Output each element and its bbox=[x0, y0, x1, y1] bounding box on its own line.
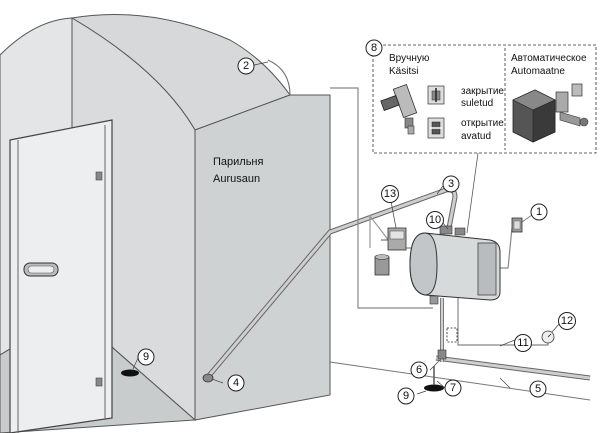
floor-drain bbox=[121, 369, 139, 377]
svg-text:11: 11 bbox=[517, 337, 528, 349]
valve-open-label: открытие bbox=[461, 118, 504, 129]
callout-4: 4 bbox=[227, 374, 245, 392]
svg-text:9: 9 bbox=[403, 390, 409, 402]
wall-switch bbox=[511, 217, 523, 233]
svg-text:9: 9 bbox=[143, 351, 149, 363]
callout-10: 10 bbox=[426, 211, 444, 229]
callout-7: 7 bbox=[444, 379, 462, 397]
svg-text:1: 1 bbox=[536, 206, 542, 218]
manual-title: Вручную bbox=[389, 53, 430, 64]
valve-open-icon bbox=[427, 117, 445, 139]
callout-1: 1 bbox=[530, 203, 548, 221]
svg-text:12: 12 bbox=[561, 315, 573, 327]
svg-text:13: 13 bbox=[384, 188, 396, 200]
callout-2: 2 bbox=[237, 57, 255, 75]
valve-closed-label-translation: suletud bbox=[461, 98, 493, 109]
callout-9-cabin: 9 bbox=[137, 348, 155, 366]
valve-open-label-translation: avatud bbox=[461, 131, 491, 142]
callout-11: 11 bbox=[514, 334, 532, 352]
valve-closed-label: закрытие bbox=[461, 86, 504, 97]
callout-8: 8 bbox=[365, 39, 383, 57]
steam-generator bbox=[409, 225, 501, 360]
steam-room-label-translation: Aurusaun bbox=[213, 173, 260, 185]
automatic-title-translation: Automaatne bbox=[511, 66, 565, 77]
steam-room-cabin bbox=[0, 14, 331, 433]
automatic-title: Автоматическое bbox=[511, 53, 587, 64]
valve-options-inset: Вручную Käsitsi Автоматическое Automaatn… bbox=[372, 44, 597, 234]
valve-closed-icon bbox=[427, 85, 445, 105]
steam-room-label: Парильня bbox=[213, 156, 264, 168]
svg-text:5: 5 bbox=[535, 383, 541, 395]
svg-text:10: 10 bbox=[429, 214, 441, 226]
callout-numbers: 8 2 3 13 10 1 12 11 6 7 9 5 4 9 bbox=[137, 39, 576, 405]
svg-text:8: 8 bbox=[371, 42, 377, 54]
cylinder-sensor bbox=[374, 254, 390, 276]
manual-title-translation: Käsitsi bbox=[389, 66, 418, 77]
callout-13: 13 bbox=[381, 185, 399, 203]
callout-6: 6 bbox=[410, 361, 428, 379]
svg-text:6: 6 bbox=[416, 364, 422, 376]
svg-text:2: 2 bbox=[243, 60, 249, 72]
steam-nozzle bbox=[202, 373, 214, 383]
svg-text:3: 3 bbox=[448, 178, 454, 190]
control-unit bbox=[381, 227, 407, 251]
outer-floor-drain bbox=[424, 384, 444, 392]
automatic-valve-icon bbox=[512, 83, 589, 143]
pressure-gauge bbox=[541, 330, 555, 344]
callout-5: 5 bbox=[529, 380, 547, 398]
callout-12: 12 bbox=[558, 312, 576, 330]
callout-9-outer: 9 bbox=[397, 387, 415, 405]
callout-3: 3 bbox=[442, 175, 460, 193]
svg-text:7: 7 bbox=[450, 382, 456, 394]
manual-valve-icon bbox=[380, 83, 418, 135]
svg-text:4: 4 bbox=[233, 377, 239, 389]
